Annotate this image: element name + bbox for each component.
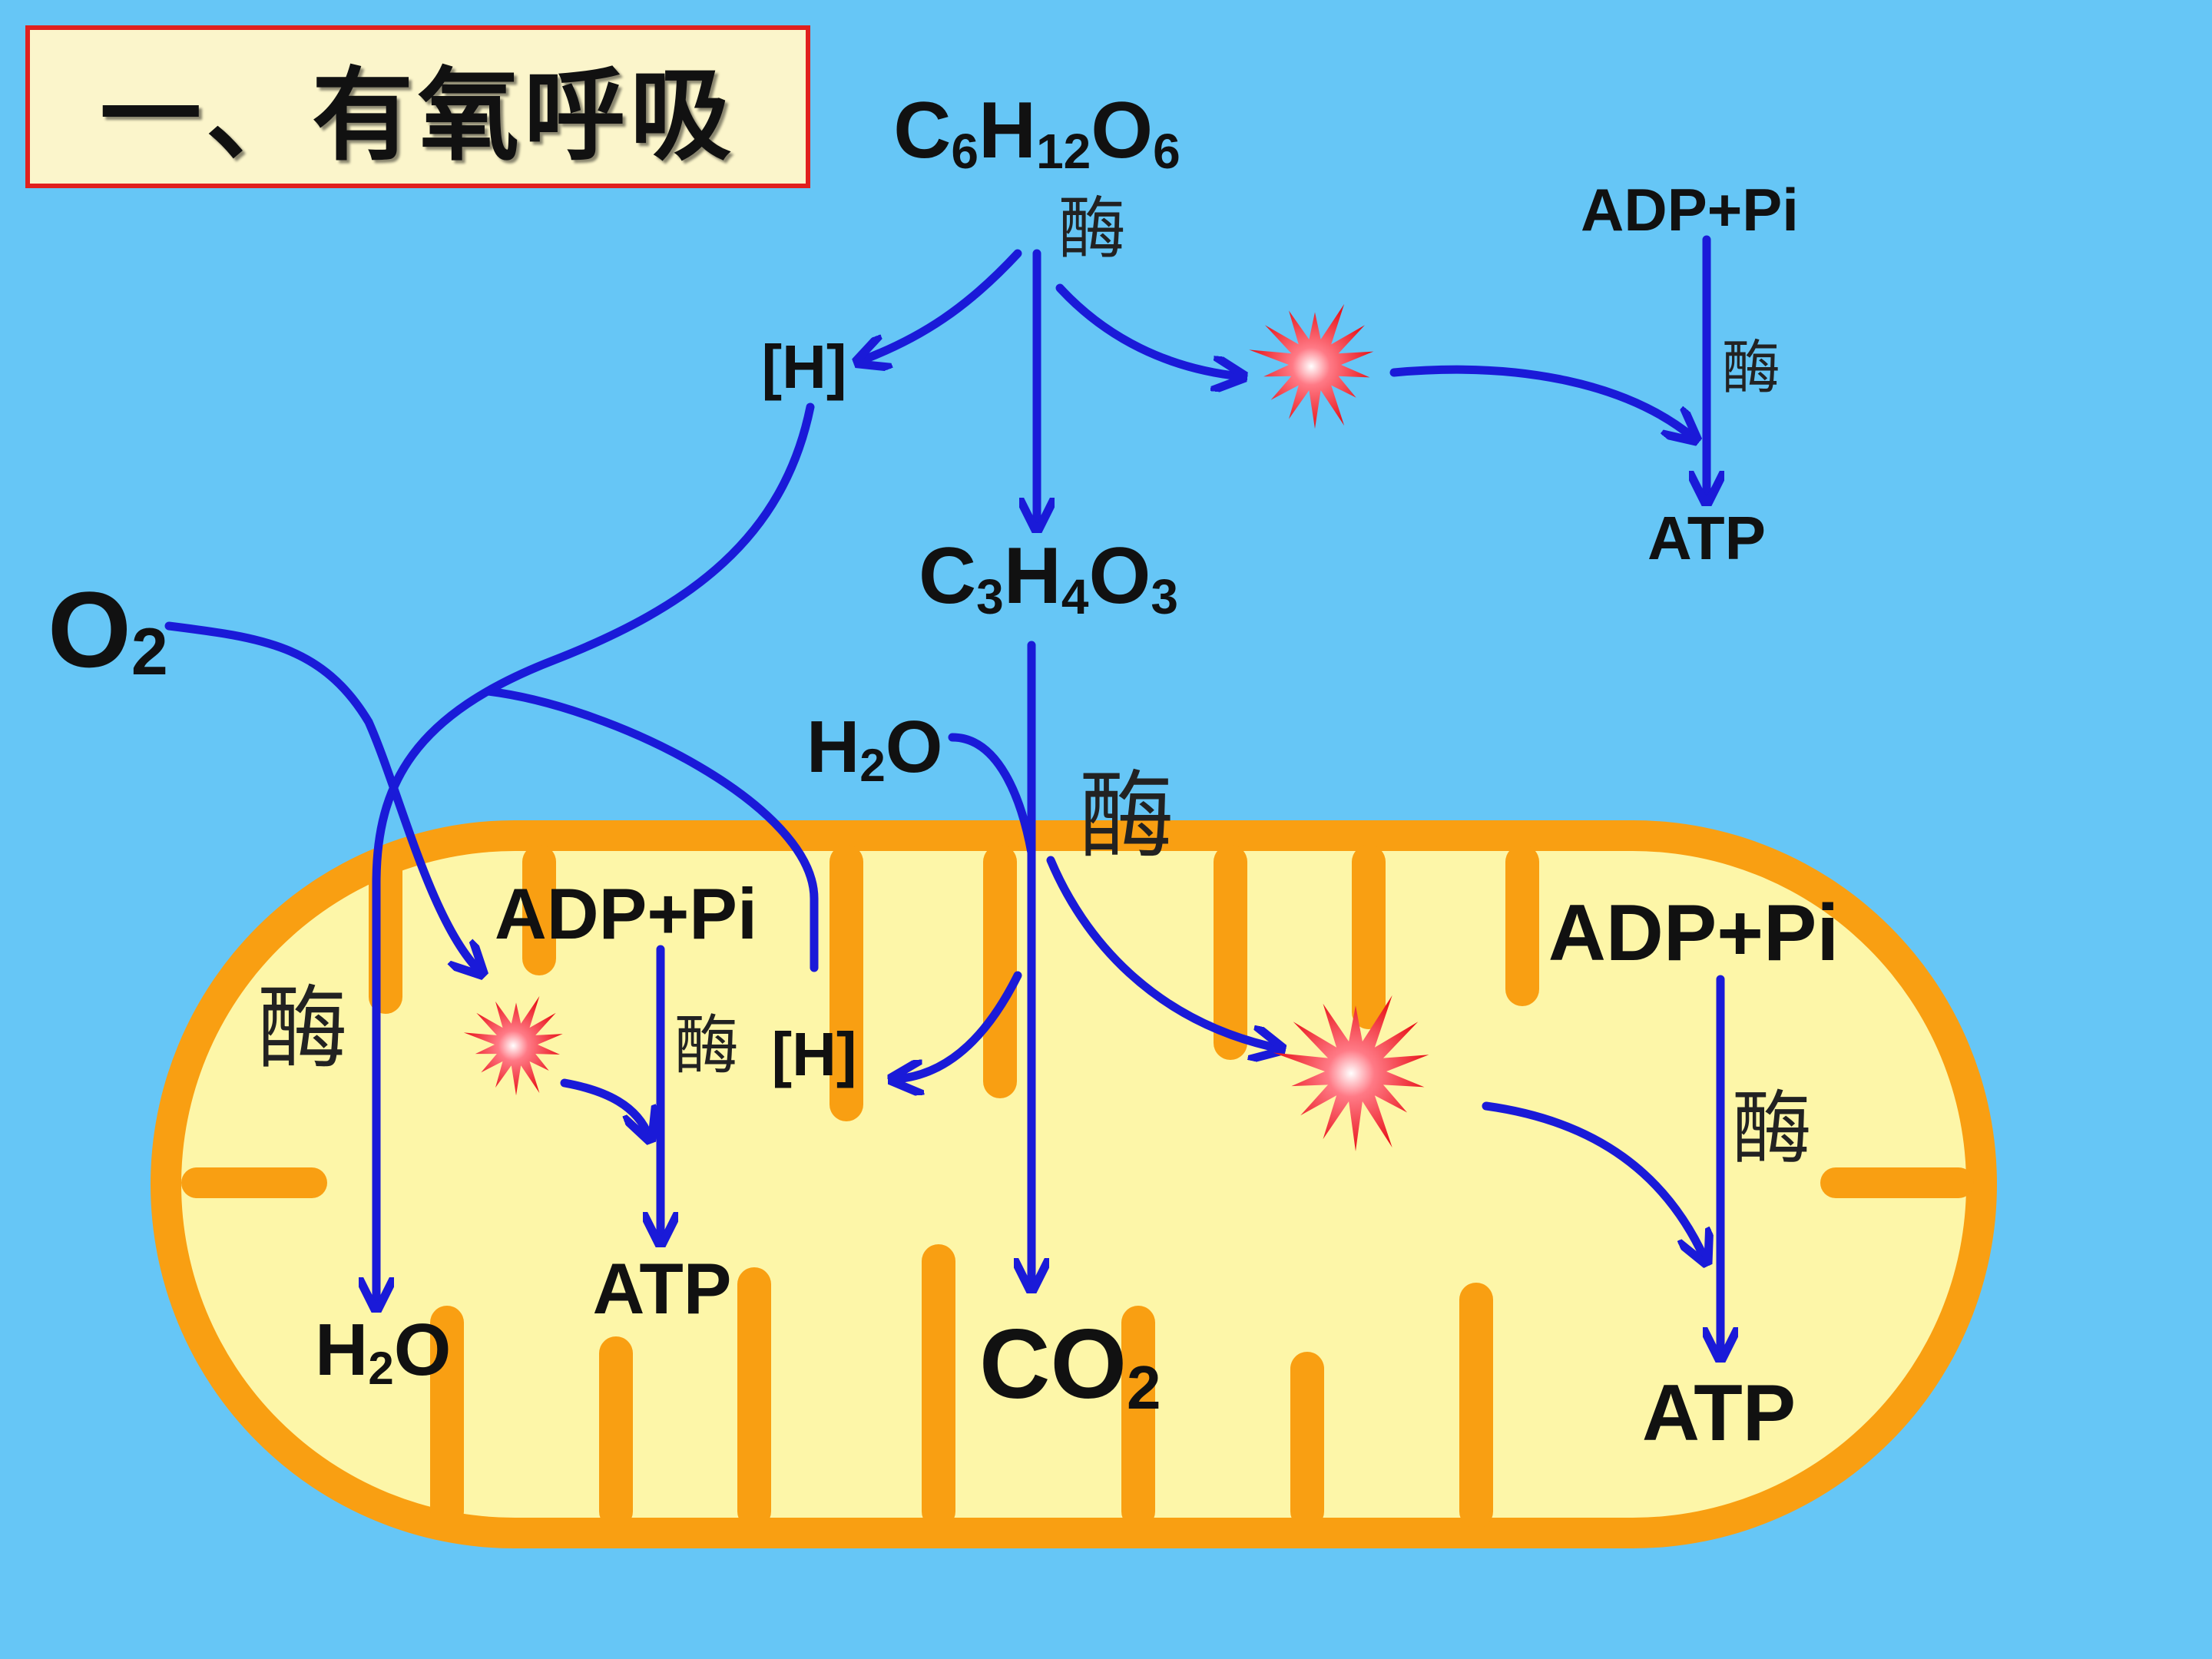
- label-enzyme: 酶: [257, 975, 348, 1081]
- label-adp-right: ADP+Pi: [1548, 889, 1839, 978]
- arrow-h-branch-mid: [483, 687, 819, 972]
- arrow-h-to-h2o: [376, 402, 815, 1306]
- label-h2o-in: H2O: [806, 706, 942, 791]
- energy-burst-icon: [463, 995, 563, 1096]
- label-pyruvate: C3H4O3: [919, 531, 1178, 624]
- label-h-top: [H]: [761, 333, 846, 401]
- label-enzyme: 酶: [674, 1008, 739, 1083]
- label-o2: O2: [48, 569, 168, 690]
- arrow-h2o-joining: [948, 733, 1036, 857]
- arrow-energy-right-to-atp: [1482, 1101, 1705, 1260]
- label-enzyme: 酶: [1722, 333, 1780, 402]
- energy-burst-icon: [1249, 303, 1374, 429]
- arrow-to-h-mid: [895, 971, 1022, 1079]
- label-enzyme: 酶: [1058, 189, 1126, 268]
- label-atp-right: ATP: [1642, 1369, 1796, 1458]
- label-h2o-out: H2O: [315, 1309, 451, 1394]
- label-enzyme: 酶: [1732, 1081, 1812, 1175]
- title-box: 一、有氧呼吸: [25, 25, 810, 188]
- arrow-energy-to-atp-top: [1389, 365, 1694, 438]
- label-co2: CO2: [979, 1310, 1161, 1422]
- label-glucose: C6H12O6: [893, 86, 1181, 179]
- label-adp-top: ADP+Pi: [1581, 176, 1799, 243]
- arrow-energy-to-atp-mid: [560, 1078, 649, 1137]
- arrow-glucose-to-energy: [1055, 283, 1240, 376]
- energy-burst-icon: [1273, 995, 1429, 1151]
- arrow-to-energy-right: [1046, 856, 1279, 1048]
- arrows: [164, 235, 1720, 1356]
- page-title: 一、有氧呼吸: [100, 56, 736, 175]
- arrow-o2-to-energy: [164, 621, 480, 972]
- label-enzyme: 酶: [1079, 761, 1174, 872]
- label-adp-mid: ADP+Pi: [495, 873, 757, 954]
- label-atp-mid: ATP: [592, 1248, 731, 1329]
- label-h-mid: [H]: [771, 1020, 856, 1088]
- arrow-glucose-to-h: [860, 249, 1022, 361]
- label-atp-top: ATP: [1647, 504, 1766, 572]
- mitochondrion: [151, 820, 1997, 1548]
